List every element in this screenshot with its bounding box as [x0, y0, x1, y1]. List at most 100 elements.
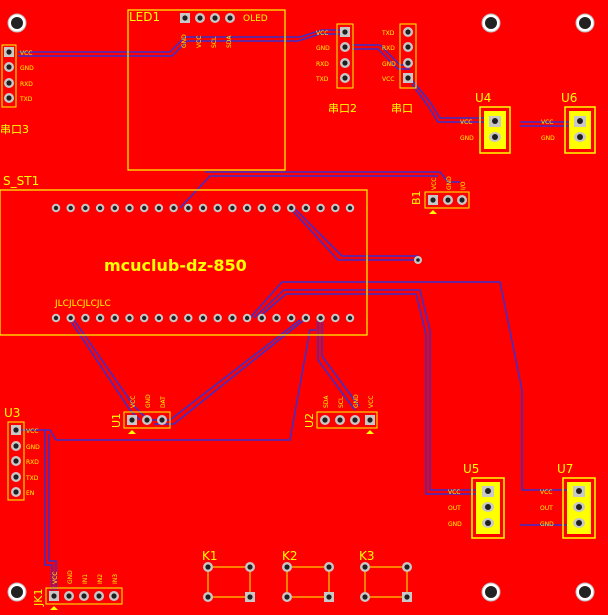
- s-st1-top-hole: [171, 205, 176, 211]
- jk1-pin-3: IN1: [82, 574, 89, 584]
- u5-pin-2: OUT: [448, 505, 461, 512]
- u1-pin-1: VCC: [130, 396, 137, 408]
- port2-header: VCC GND RXD TXD 串口2: [315, 23, 357, 115]
- s-st1-top-hole: [244, 205, 250, 211]
- s-st1-top-hole: [142, 205, 147, 211]
- s-st1-bottom-hole: [68, 315, 73, 321]
- s-st1-top-hole: [215, 205, 220, 211]
- jk1-header: JK1 VCC GND IN1 IN2 IN3: [32, 570, 123, 610]
- s-st1-top-hole: [333, 205, 338, 211]
- u5-pin-3: GND: [448, 521, 462, 528]
- b1-designator: B1: [410, 190, 423, 205]
- u2-module: U2 VCC GND SCL SDA: [303, 394, 378, 434]
- u6-pin-2: GND: [541, 135, 555, 142]
- s-st1-bottom-hole: [156, 315, 162, 321]
- s-st1-top-hole: [347, 205, 353, 211]
- oled-tag: OLED: [243, 14, 268, 24]
- s-st1-top-hole: [200, 205, 206, 211]
- port3-pin-3: RXD: [20, 81, 33, 88]
- u3-pin-2: GND: [26, 444, 40, 451]
- port2-pin-4: TXD: [315, 76, 329, 83]
- u7-pin-2: OUT: [540, 505, 553, 512]
- u4-pin-1: VCC: [460, 119, 472, 126]
- u3-pin-4: TXD: [25, 475, 39, 482]
- s-st1-bottom-hole: [53, 315, 59, 321]
- board-title: mcuclub-dz-850: [104, 256, 247, 275]
- port3-pin-2: GND: [20, 65, 34, 72]
- u2-pin-3: SCL: [338, 396, 345, 408]
- s-st1-bottom-hole: [127, 315, 132, 321]
- mounting-holes: [7, 13, 595, 602]
- u7-pin-3: GND: [540, 521, 554, 528]
- jk1-pin-5: IN3: [112, 574, 119, 584]
- u3-pin-3: RXD: [26, 459, 39, 466]
- s-st1-bottom-hole: [200, 315, 206, 321]
- u2-designator: U2: [303, 413, 316, 428]
- s-st1-top-hole: [230, 205, 235, 211]
- u2-pin-2: GND: [353, 394, 360, 408]
- u6-designator: U6: [561, 91, 577, 105]
- u3-pin-1: VCC: [26, 428, 38, 435]
- port1-pin-3: GND: [382, 61, 396, 68]
- oled-pin-2: VCC: [196, 36, 203, 48]
- s-st1-top-hole: [112, 205, 118, 211]
- u7-designator: U7: [557, 462, 573, 476]
- s-st1-top-hole: [303, 205, 309, 211]
- k2-button[interactable]: K2: [282, 549, 334, 602]
- port1-designator: 串口: [391, 102, 413, 115]
- b1-pin-2: GND: [446, 176, 453, 190]
- u1-module: U1 VCC GND DAT: [110, 394, 171, 434]
- b1-pin-1: VCC: [431, 178, 438, 190]
- port1-pin-4: VCC: [382, 76, 394, 83]
- s-st1-bottom-hole: [112, 315, 118, 321]
- s-st1-top-hole: [274, 205, 279, 211]
- u5-pin-1: VCC: [448, 489, 460, 496]
- s-st1-bottom-hole: [186, 315, 191, 321]
- s-st1-top-hole: [68, 205, 73, 211]
- u3-pin-5: EN: [26, 490, 34, 497]
- k1-button[interactable]: K1: [202, 549, 255, 602]
- s-st1-bottom-hole: [244, 315, 250, 321]
- port2-pin-1: VCC: [316, 30, 328, 37]
- s-st1-top-hole: [127, 205, 132, 211]
- u7-module: U7 VCC OUT GND: [540, 462, 596, 539]
- k2-designator: K2: [282, 549, 298, 563]
- port1-header: TXD RXD GND VCC 串口: [381, 23, 417, 115]
- s-st1-bottom-hole: [83, 315, 88, 321]
- oled-pin-3: SCL: [211, 36, 218, 48]
- s-st1-designator: S_ST1: [3, 174, 39, 188]
- port2-pin-3: RXD: [316, 61, 329, 68]
- port3-header: VCC GND RXD TXD 串口3: [0, 44, 34, 136]
- s-st1-bottom-hole: [142, 315, 147, 321]
- u5-module: U5 VCC OUT GND: [448, 462, 505, 539]
- s-st1-top-hole: [289, 205, 294, 211]
- jk1-pin-1: VCC: [52, 572, 59, 584]
- u6-module: U6 VCC GND: [541, 91, 596, 154]
- s-st1-bottom-hole: [303, 315, 309, 321]
- s-st1-top-hole: [97, 205, 103, 211]
- u7-pin-1: VCC: [540, 489, 552, 496]
- port1-pin-1: TXD: [381, 30, 395, 37]
- s-st1-bottom-hole: [333, 315, 338, 321]
- u4-module: U4 VCC GND: [460, 91, 511, 154]
- s-st1-top-hole: [53, 205, 59, 211]
- s-st1-bottom-hole: [318, 315, 323, 321]
- u2-pin-1: VCC: [368, 396, 375, 408]
- port2-pin-2: GND: [316, 45, 330, 52]
- oled-module: LED1 OLED GND VCC SCL SDA: [127, 9, 286, 171]
- oled-pin-1: GND: [181, 34, 188, 48]
- s-st1-top-hole: [186, 205, 191, 211]
- u1-pin-3: DAT: [160, 396, 167, 408]
- s-st1-bottom-hole: [230, 315, 235, 321]
- port3-pin-1: VCC: [20, 50, 32, 57]
- port1-pin-2: RXD: [382, 45, 395, 52]
- s-st1-bottom-hole: [289, 315, 294, 321]
- k3-button[interactable]: K3: [359, 549, 412, 602]
- k3-designator: K3: [359, 549, 375, 563]
- s-st1-bottom-hole: [259, 315, 264, 321]
- s-st1-bottom-hole: [347, 315, 353, 321]
- s-st1-bottom-hole: [97, 315, 103, 321]
- port3-designator: 串口3: [0, 123, 29, 136]
- u6-pin-1: VCC: [541, 119, 553, 126]
